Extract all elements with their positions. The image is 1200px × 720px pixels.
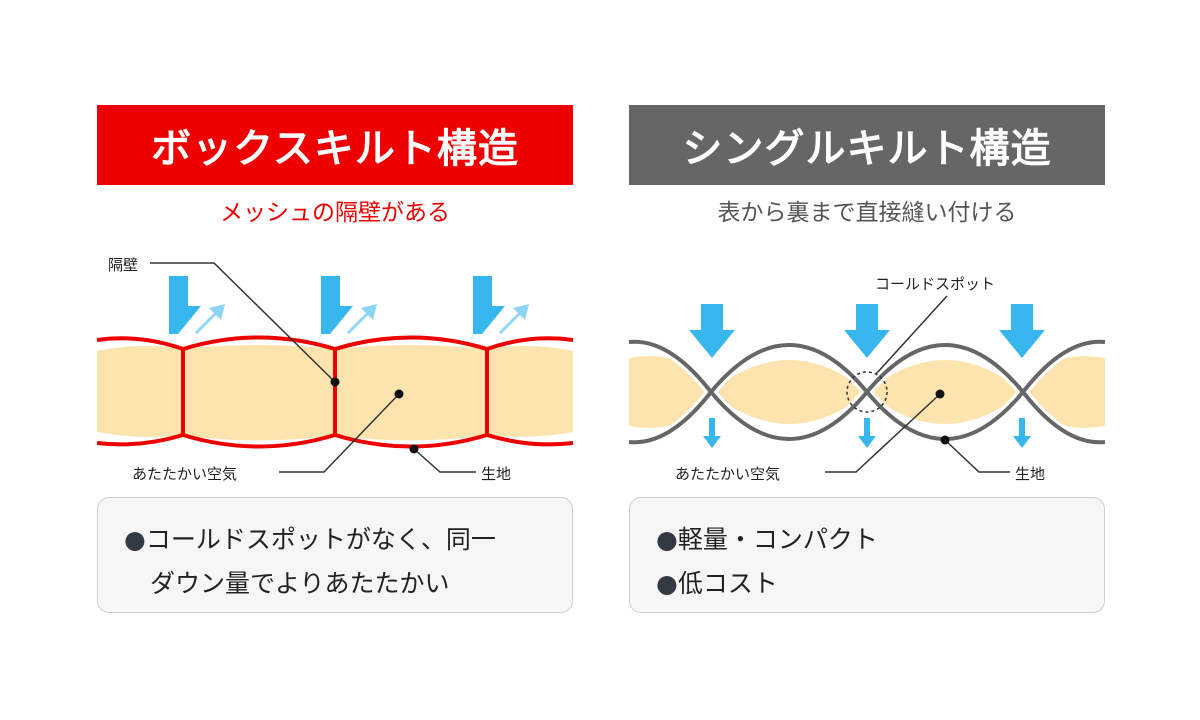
- feature-text: 低コスト: [677, 569, 778, 598]
- air-leader-line: [825, 393, 941, 473]
- single-quilt-panel: シングルキルト構造 表から裏まで直接縫い付ける コールドスポット あた: [628, 0, 1106, 720]
- cold-spot-circle: [846, 371, 888, 413]
- box-quilt-title-bar: ボックスキルト構造: [97, 105, 573, 185]
- box-quilt-subtitle: メッシュの隔壁がある: [220, 200, 450, 226]
- single-small-down-arrow: [1013, 418, 1031, 448]
- box-up-right-arrow: [347, 304, 377, 334]
- box-quilt-features: ●コールドスポットがなく、同一 ダウン量でよりあたたかい: [97, 497, 573, 613]
- bullet-icon: ●: [124, 525, 146, 554]
- feature-text: 軽量・コンパクト: [677, 525, 878, 554]
- single-quilt-title-bar: シングルキルト構造: [629, 105, 1105, 185]
- fabric-leader-line: [944, 439, 1010, 473]
- air-label: あたたかい空気: [675, 465, 781, 483]
- single-big-down-arrow: [844, 304, 890, 358]
- cold-spot-leader-line: [875, 295, 948, 375]
- feature-line: ダウン量でよりあたたかい: [150, 564, 450, 600]
- single-down-fill: [711, 360, 867, 424]
- box-down-arrow: [321, 276, 353, 334]
- wall-leader-dot: [330, 377, 340, 387]
- air-leader-line: [279, 393, 400, 473]
- box-arrow-group-3: [473, 276, 529, 334]
- air-leader-dot: [394, 389, 404, 399]
- air-leader-dot: [935, 389, 945, 399]
- fabric-leader-line: [413, 448, 476, 473]
- air-label: あたたかい空気: [132, 465, 238, 483]
- box-down-arrow: [169, 276, 201, 334]
- single-fabric-lines: [628, 336, 1106, 448]
- box-quilt-panel: ボックスキルト構造 メッシュの隔壁がある 隔壁 あた: [96, 0, 574, 720]
- box-up-right-arrow: [499, 304, 529, 334]
- single-small-down-arrow: [858, 418, 876, 448]
- fabric-leader-dot: [409, 444, 419, 454]
- single-down-fill: [867, 360, 1023, 424]
- box-quilt-title: ボックスキルト構造: [151, 126, 519, 172]
- single-down-fill: [629, 356, 711, 428]
- single-big-down-arrow: [999, 304, 1045, 358]
- fabric-label: 生地: [1015, 465, 1046, 483]
- single-bottom-fabric-line: [628, 388, 1106, 445]
- bullet-icon: ●: [656, 569, 678, 598]
- single-quilt-features: ●軽量・コンパクト ●低コスト: [629, 497, 1105, 613]
- feature-text: コールドスポットがなく、同一: [145, 525, 496, 554]
- feature-line: ●軽量・コンパクト: [656, 520, 878, 556]
- wall-label: 隔壁: [108, 256, 139, 274]
- fabric-leader-dot: [940, 435, 950, 445]
- cold-spot-label: コールドスポット: [875, 275, 996, 293]
- single-quilt-diagram: [628, 295, 1106, 473]
- single-small-down-arrow: [703, 418, 721, 448]
- box-arrow-group-2: [321, 276, 377, 334]
- box-bottom-fabric-line: [96, 432, 574, 449]
- fabric-label: 生地: [481, 465, 512, 483]
- box-down-arrow: [473, 276, 505, 334]
- wall-leader-line: [150, 262, 336, 383]
- single-down-fill: [1023, 356, 1105, 428]
- single-quilt-subtitle: 表から裏まで直接縫い付ける: [717, 200, 1017, 226]
- feature-line: ●低コスト: [656, 564, 778, 600]
- feature-text: ダウン量でよりあたたかい: [150, 569, 450, 598]
- single-big-down-arrow: [689, 304, 735, 358]
- bullet-icon: ●: [656, 525, 678, 554]
- box-quilt-diagram: [96, 262, 574, 473]
- single-quilt-title: シングルキルト構造: [682, 126, 1052, 172]
- box-arrow-group-1: [169, 276, 225, 334]
- box-up-right-arrow: [195, 304, 225, 334]
- feature-line: ●コールドスポットがなく、同一: [124, 520, 496, 556]
